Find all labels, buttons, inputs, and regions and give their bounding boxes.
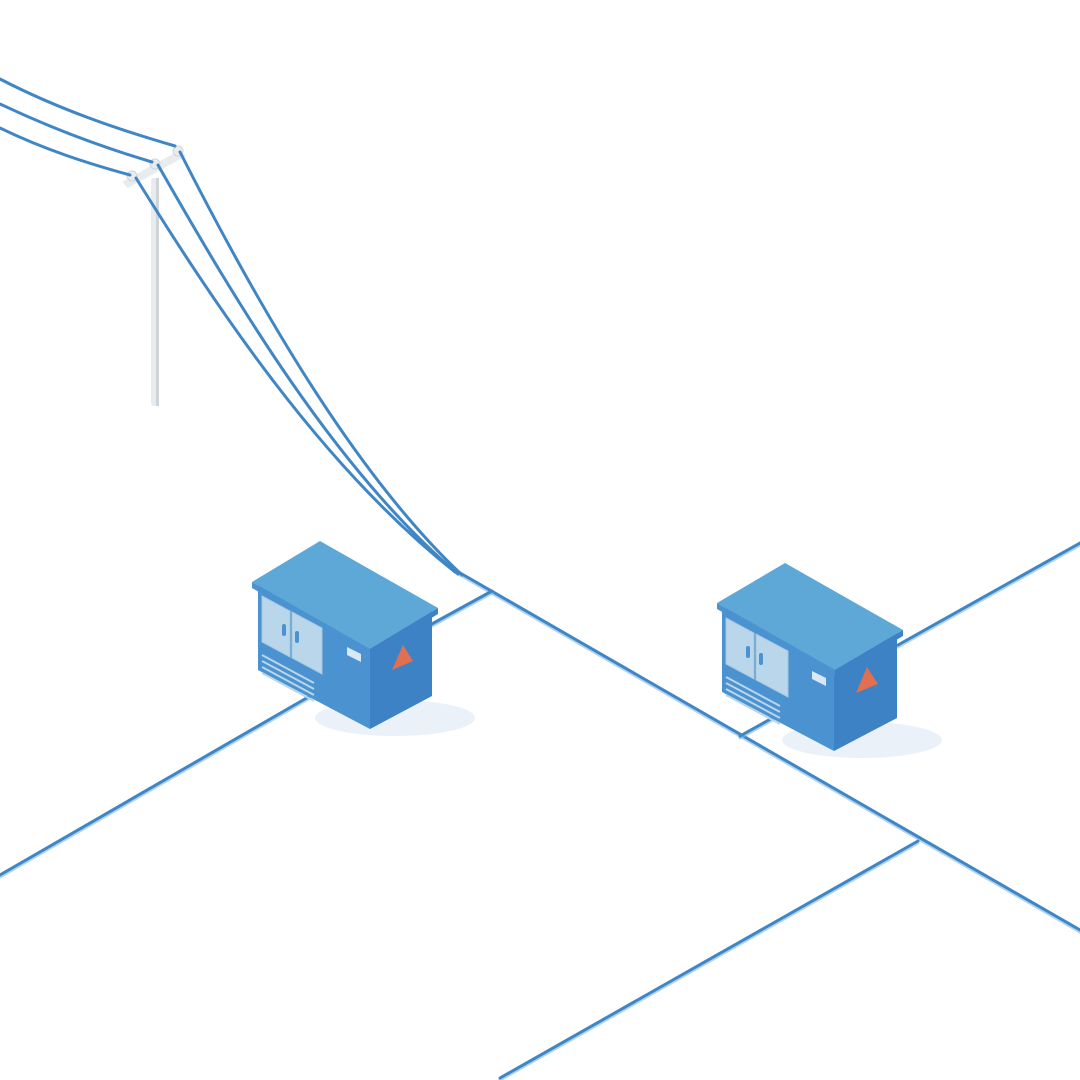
- cabinet-left-handle-2: [295, 631, 299, 643]
- overhead-wire-1: [0, 77, 177, 148]
- cabinet-left-door-2: [291, 611, 323, 675]
- utility-pole-icon: [122, 145, 186, 406]
- cabinet-right-door-1: [725, 617, 755, 680]
- cabinet-left-handle-1: [282, 624, 286, 636]
- cabinet-right-label-plate: [812, 671, 826, 686]
- cabinet-left-door-1: [261, 595, 291, 658]
- drop-wire-3: [134, 176, 457, 574]
- cabinet-left-top: [252, 541, 438, 649]
- cabinet-right-top-edge: [717, 603, 835, 676]
- overhead-wires: [0, 77, 464, 577]
- cabinet-left-top-edge: [252, 582, 370, 655]
- pole-shaft-shade: [156, 178, 159, 406]
- cabinet-right-top-edge-side: [835, 630, 903, 676]
- drop-wire-1: [178, 150, 464, 577]
- cabinet-right-vent: [725, 676, 781, 725]
- cabinet-right-top: [717, 563, 903, 670]
- ground-cables: [0, 541, 1080, 1080]
- overhead-wire-3: [0, 126, 132, 177]
- ground-cable-bottom: [498, 839, 920, 1080]
- electrical-cabinet-right: [717, 563, 942, 758]
- ground-cable-left-cabinet: [0, 589, 494, 879]
- drop-wire-2: [156, 163, 460, 576]
- ground-cable-main: [453, 568, 1080, 934]
- cabinet-right-door-2: [755, 633, 789, 698]
- cabinet-right-handle-2: [759, 653, 763, 665]
- overhead-wire-2: [0, 102, 154, 164]
- electrical-cabinet-left: [252, 541, 475, 736]
- warning-triangle-icon: [856, 667, 878, 693]
- warning-triangle-icon: [392, 645, 413, 670]
- cabinet-left-label-plate: [347, 647, 361, 662]
- cabinet-left-vent: [261, 654, 315, 702]
- cabinet-right-handle-1: [746, 646, 750, 658]
- cabinet-left-top-edge-side: [370, 608, 438, 655]
